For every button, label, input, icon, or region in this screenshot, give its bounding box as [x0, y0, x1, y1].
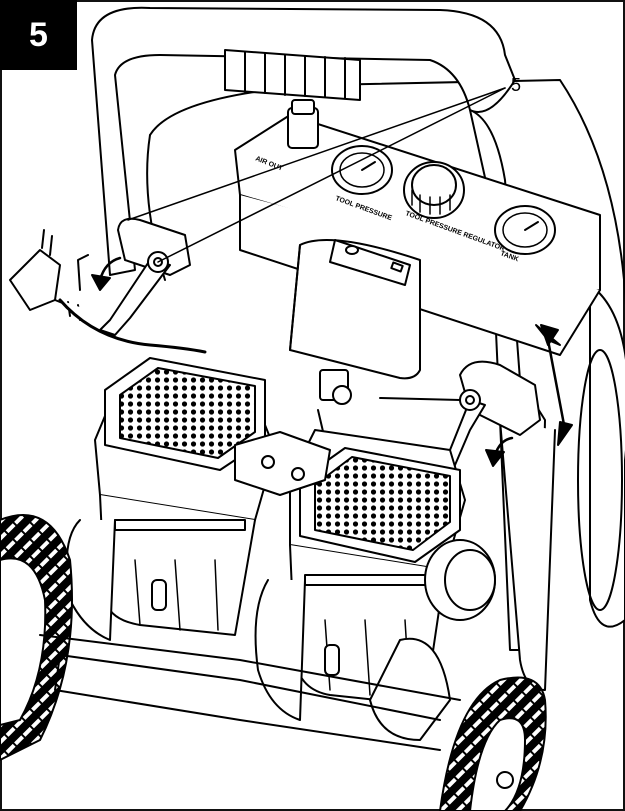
left-lever	[99, 217, 191, 336]
wheel-left	[0, 514, 73, 761]
pump-head-left	[104, 357, 266, 471]
pump-head-right	[299, 447, 461, 563]
wheel-right	[439, 676, 547, 811]
pump-connector-plate	[234, 431, 331, 496]
air-tank	[146, 79, 625, 628]
height-adjust-arrow	[535, 324, 573, 446]
handle-grip	[224, 49, 361, 101]
left-lever-arrow	[91, 256, 122, 291]
callout-label: 5	[511, 75, 522, 95]
power-cord	[9, 229, 207, 354]
figure-number-badge: 5	[0, 0, 77, 70]
callout-leader-lines	[127, 87, 506, 263]
base-frame	[39, 634, 461, 751]
right-lever-arrow	[485, 436, 514, 467]
pressure-switch	[289, 239, 461, 441]
